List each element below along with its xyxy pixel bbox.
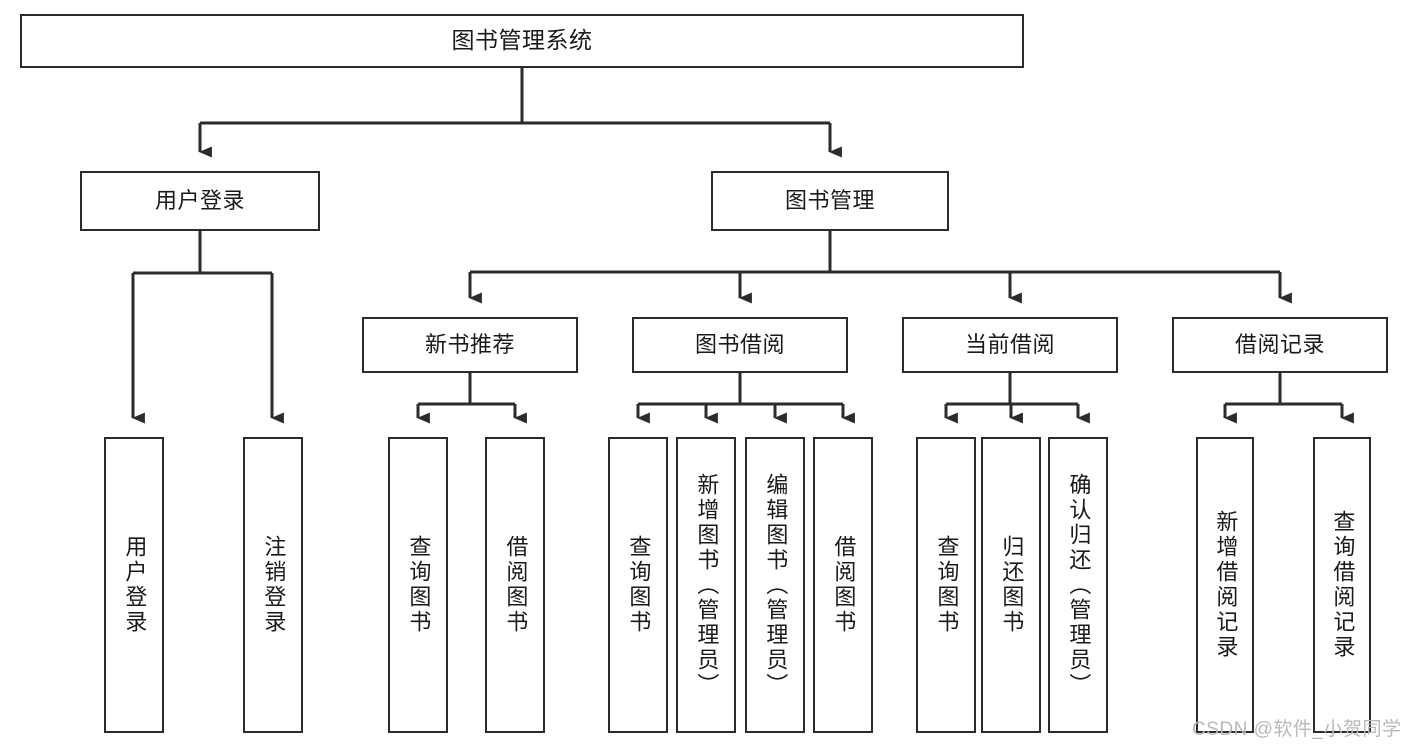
node-leaf-query-record-label: 查询借阅记录 (1330, 510, 1356, 660)
node-leaf-add-book[interactable]: 新增图书（管理员） (676, 437, 736, 733)
node-leaf-user-login[interactable]: 用户登录 (104, 437, 164, 733)
node-leaf-add-record[interactable]: 新增借阅记录 (1196, 437, 1254, 733)
node-leaf-query-book-2[interactable]: 查询图书 (608, 437, 668, 733)
node-book-borrow[interactable]: 图书借阅 (632, 317, 848, 373)
node-leaf-user-logout-label: 注销登录 (261, 535, 287, 635)
node-leaf-borrow-book-1[interactable]: 借阅图书 (485, 437, 545, 733)
node-root-label: 图书管理系统 (451, 27, 593, 54)
node-leaf-confirm-return[interactable]: 确认归还（管理员） (1048, 437, 1108, 733)
node-leaf-query-record[interactable]: 查询借阅记录 (1313, 437, 1371, 733)
node-borrow-record[interactable]: 借阅记录 (1172, 317, 1388, 373)
node-new-book-rec[interactable]: 新书推荐 (362, 317, 578, 373)
node-leaf-add-book-label: 新增图书（管理员） (694, 472, 720, 698)
node-borrow-record-label: 借阅记录 (1234, 331, 1325, 357)
node-current-borrow-label: 当前借阅 (964, 331, 1055, 357)
node-leaf-user-login-label: 用户登录 (122, 535, 148, 635)
node-leaf-add-record-label: 新增借阅记录 (1213, 510, 1239, 660)
node-leaf-edit-book[interactable]: 编辑图书（管理员） (745, 437, 805, 733)
node-leaf-query-book-3-label: 查询图书 (934, 535, 960, 635)
node-book-manage-label: 图书管理 (784, 187, 875, 213)
node-root[interactable]: 图书管理系统 (20, 14, 1024, 68)
node-user-login-label: 用户登录 (154, 187, 245, 213)
node-book-borrow-label: 图书借阅 (694, 331, 785, 357)
node-leaf-edit-book-label: 编辑图书（管理员） (763, 472, 789, 698)
csdn-watermark: CSDN @软件_小贺同学 (1192, 719, 1402, 740)
node-leaf-return-book[interactable]: 归还图书 (981, 437, 1041, 733)
node-new-book-rec-label: 新书推荐 (424, 331, 515, 357)
node-leaf-query-book-3[interactable]: 查询图书 (916, 437, 976, 733)
node-leaf-confirm-return-label: 确认归还（管理员） (1066, 472, 1092, 698)
node-leaf-query-book-1-label: 查询图书 (406, 535, 432, 635)
node-leaf-borrow-book-2-label: 借阅图书 (831, 535, 857, 635)
node-leaf-query-book-2-label: 查询图书 (626, 535, 652, 635)
node-current-borrow[interactable]: 当前借阅 (902, 317, 1118, 373)
node-leaf-borrow-book-2[interactable]: 借阅图书 (813, 437, 873, 733)
node-leaf-user-logout[interactable]: 注销登录 (243, 437, 303, 733)
node-leaf-return-book-label: 归还图书 (999, 535, 1025, 635)
node-book-manage[interactable]: 图书管理 (711, 171, 949, 231)
node-user-login[interactable]: 用户登录 (80, 171, 320, 231)
node-leaf-query-book-1[interactable]: 查询图书 (388, 437, 448, 733)
node-leaf-borrow-book-1-label: 借阅图书 (503, 535, 529, 635)
